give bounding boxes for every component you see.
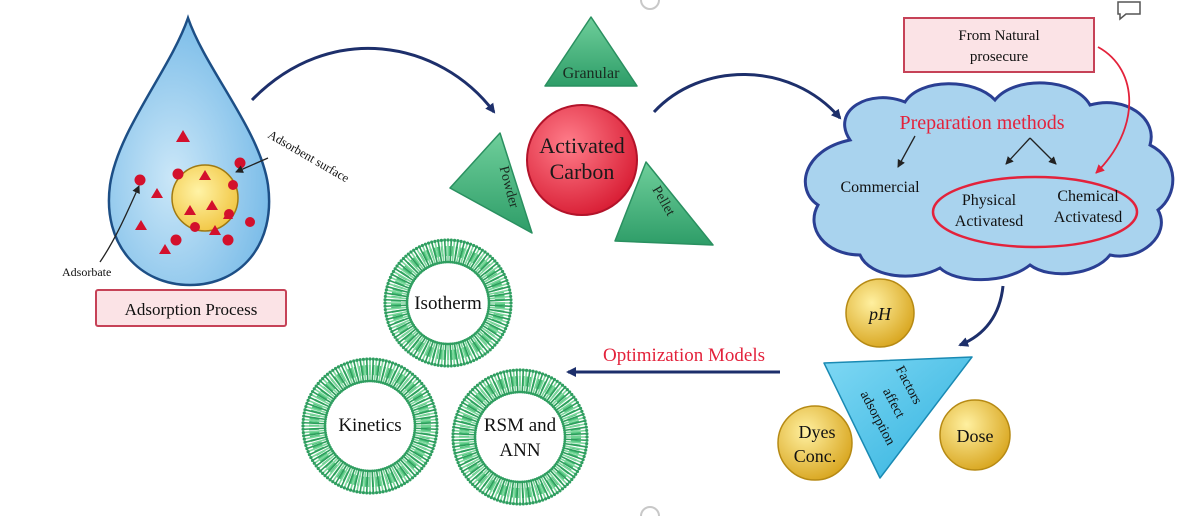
- bottom-handle-decoration: [640, 506, 660, 516]
- dose-label: Dose: [957, 426, 994, 446]
- dyes-conc-line1: Dyes: [799, 422, 836, 442]
- optimization-rings: Isotherm Kinetics RSM and ANN: [301, 238, 589, 506]
- activated-carbon-circle: [526, 104, 638, 216]
- physical-line2: Activatesd: [955, 213, 1023, 230]
- adsorption-process-label: Adsorption Process: [125, 300, 258, 319]
- water-drop-shape: [107, 14, 271, 287]
- arrow-source-to-chemical: [1095, 46, 1131, 174]
- label-adsorbent-surface: Adsorbent surface: [266, 127, 352, 185]
- factors-group: Factors affect adsorption pH Dose Dyes C…: [777, 278, 1011, 481]
- arrow-to-physical: [1005, 137, 1031, 165]
- preparation-methods-title: Preparation methods: [900, 112, 1065, 134]
- natural-source-line2: prosecure: [970, 49, 1029, 65]
- rsm-ann-line2: ANN: [499, 440, 540, 461]
- activated-carbon-cluster: Granular Powder Pellet Activated Carbon: [449, 16, 714, 246]
- chemical-line2: Activatesd: [1054, 209, 1122, 226]
- granular-label: Granular: [563, 65, 621, 82]
- kinetics-ring: [301, 357, 439, 495]
- top-handle-decoration: [640, 0, 660, 10]
- isotherm-label: Isotherm: [414, 293, 482, 314]
- ph-circle: [845, 278, 915, 348]
- activated-carbon-line1: Activated: [539, 133, 625, 158]
- arrow-carbon-to-preparation: [652, 73, 842, 120]
- adsorbate-molecules: [134, 130, 255, 254]
- pellet-triangle: [614, 161, 714, 246]
- adsorption-process-box: [95, 289, 287, 327]
- kinetics-label: Kinetics: [338, 415, 401, 436]
- activation-highlight-ellipse: [931, 175, 1139, 249]
- natural-source-box: [903, 17, 1095, 73]
- rsm-ann-ring: [451, 368, 589, 506]
- chemical-line1: Chemical: [1057, 188, 1119, 205]
- arrow-to-commercial: [897, 135, 916, 168]
- rsm-ann-line1: RSM and: [484, 415, 557, 436]
- arrow-preparation-to-factors: [958, 285, 1005, 347]
- arrow-drop-to-carbon: [250, 46, 496, 114]
- comment-icon[interactable]: [1117, 1, 1141, 21]
- powder-triangle: [449, 132, 533, 234]
- activated-carbon-line2: Carbon: [550, 159, 615, 184]
- optimization-models-label: Optimization Models: [603, 345, 765, 366]
- adsorption-droplet: Adsorbent surface Adsorbate Adsorption P…: [62, 14, 352, 327]
- natural-source-line1: From Natural: [958, 28, 1039, 44]
- pointer-adsorbate: [99, 185, 140, 263]
- arrow-to-chemical: [1029, 137, 1057, 165]
- factors-triangle: [823, 356, 973, 479]
- commercial-label: Commercial: [840, 179, 920, 196]
- isotherm-ring: [383, 238, 513, 368]
- ph-label: pH: [867, 304, 892, 324]
- granular-triangle: [544, 16, 638, 87]
- pointer-adsorbent-surface: [235, 157, 269, 173]
- preparation-cloud-group: From Natural prosecure Preparation metho…: [803, 17, 1175, 282]
- dose-circle: [939, 399, 1011, 471]
- dyes-conc-line2: Conc.: [794, 446, 837, 466]
- dyes-conc-circle: [777, 405, 853, 481]
- label-adsorbate: Adsorbate: [62, 265, 111, 279]
- physical-line1: Physical: [962, 192, 1017, 209]
